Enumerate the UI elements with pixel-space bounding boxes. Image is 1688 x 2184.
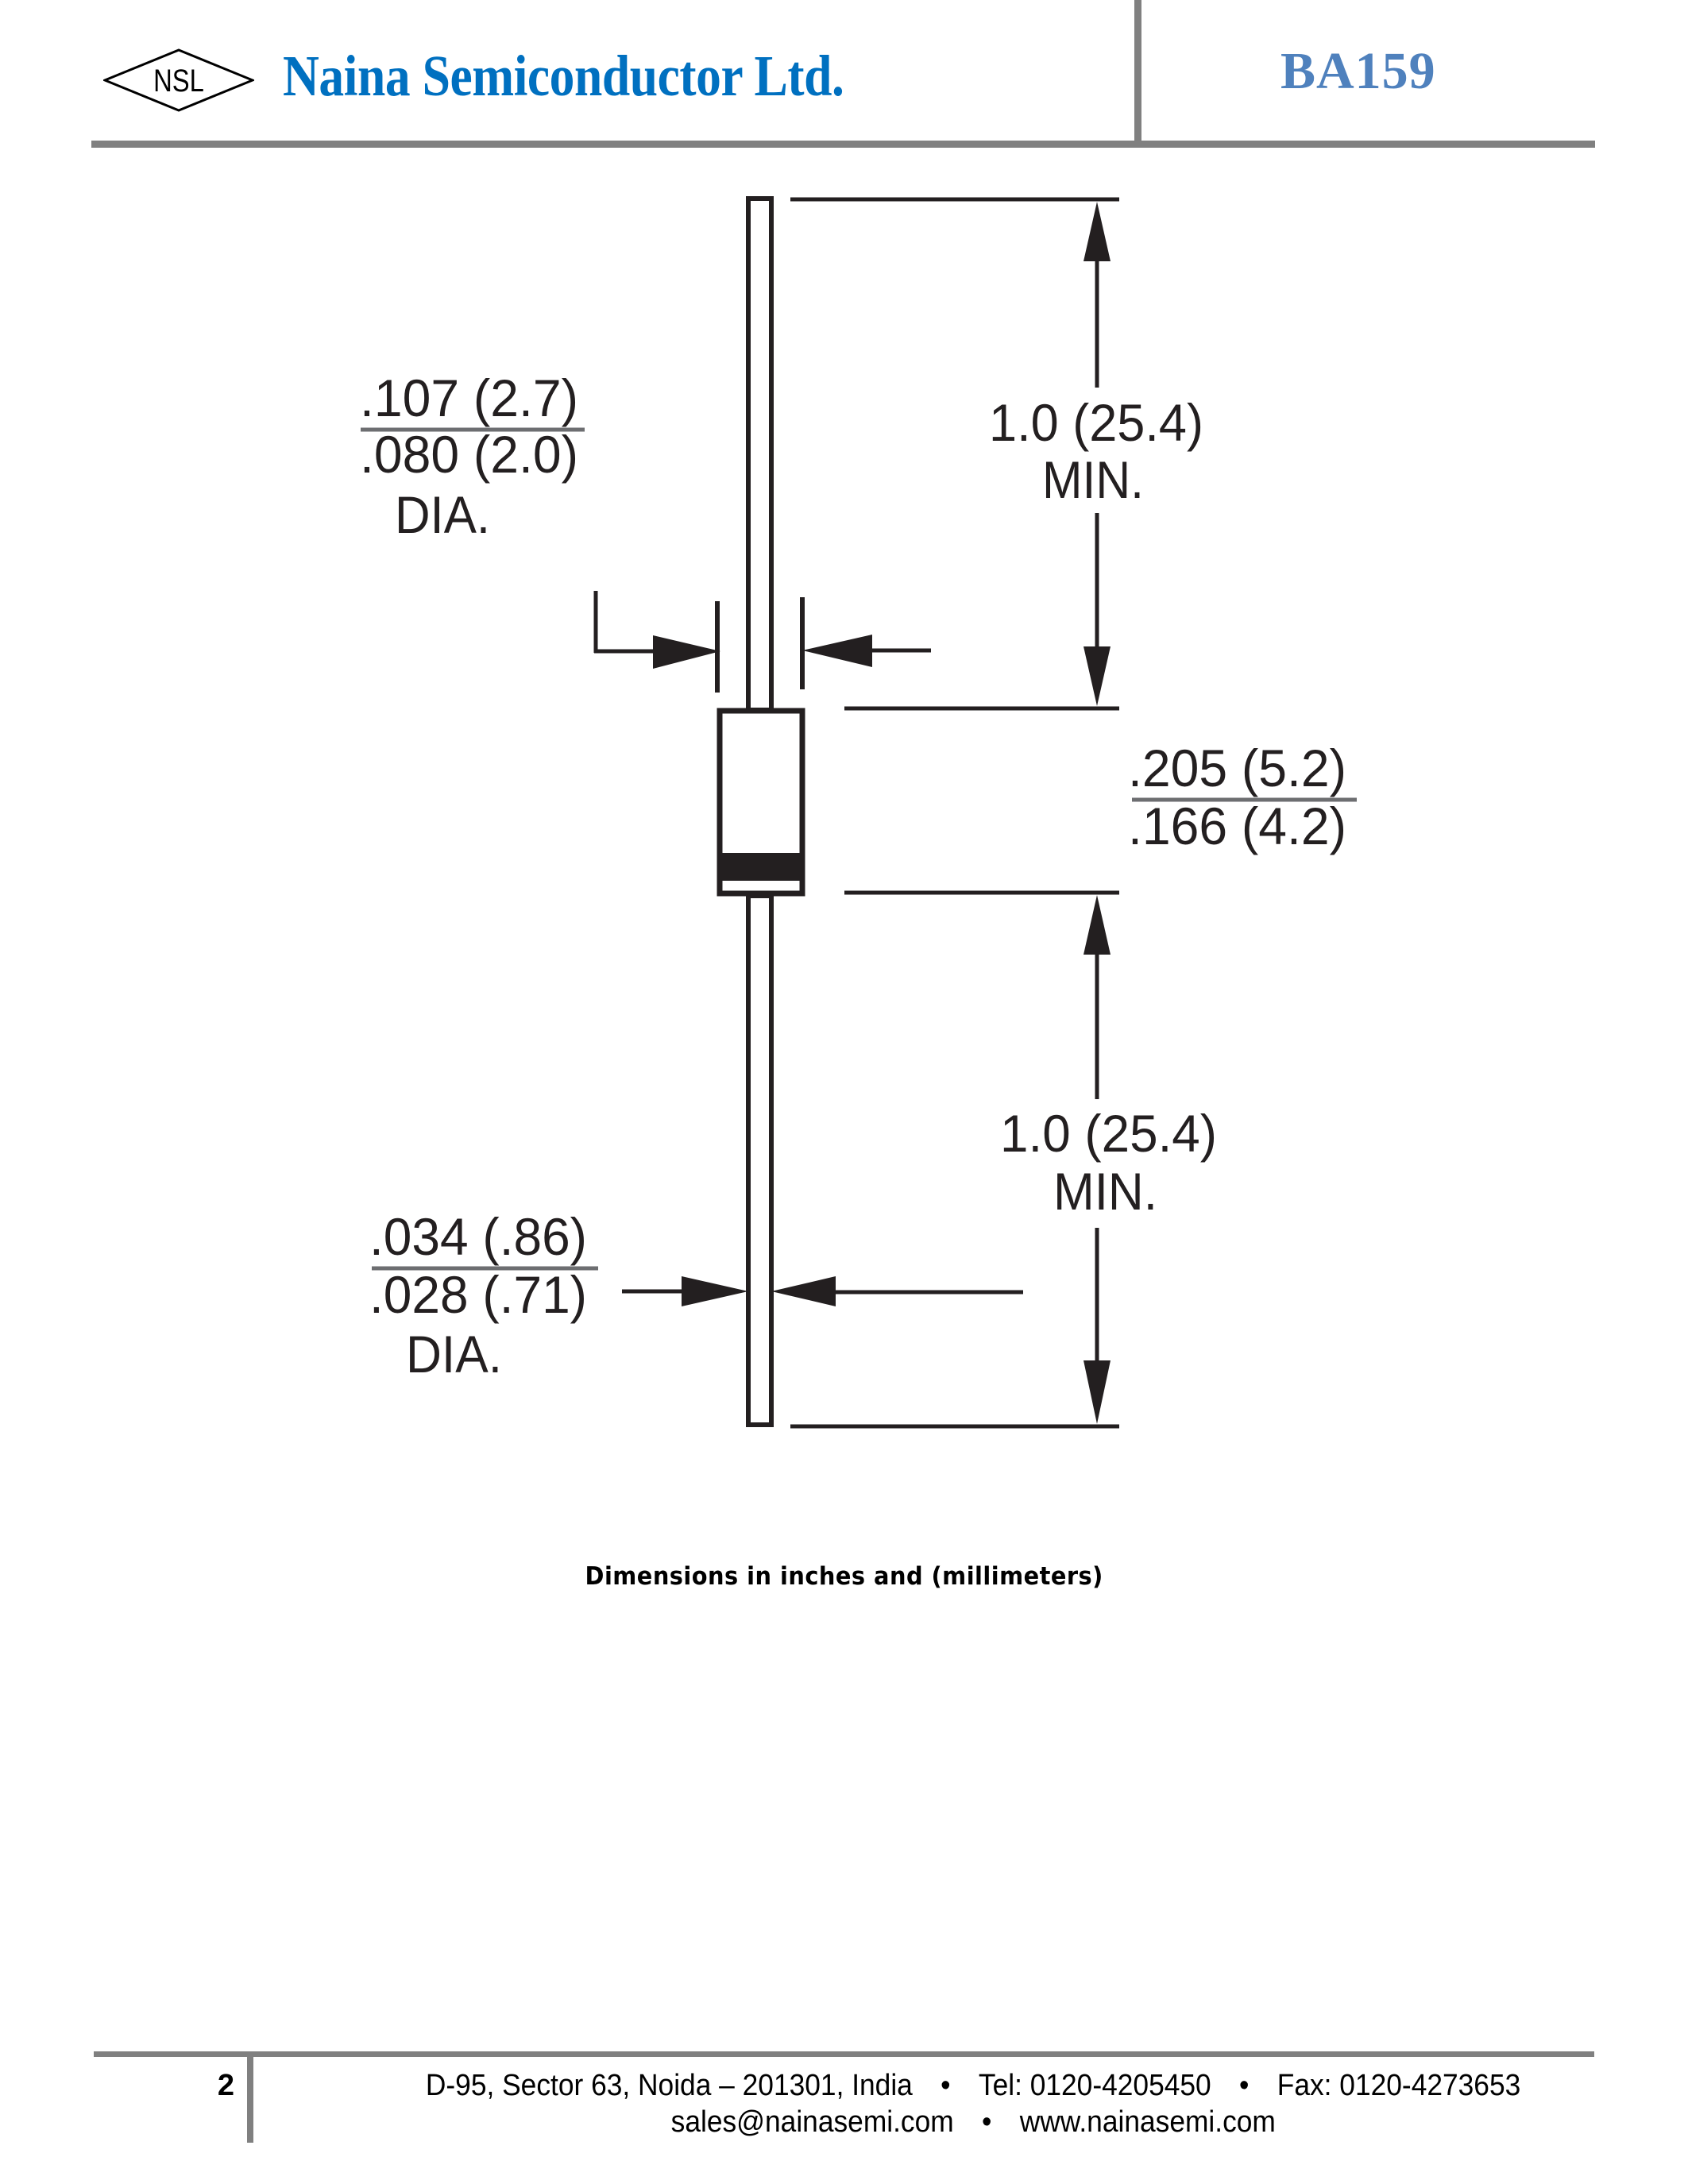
company-name: Naina Semiconductor Ltd. [283,44,844,108]
upper-dia-label: DIA. [395,485,490,544]
footer-divider [247,2056,253,2143]
package-outline-drawing: .107 (2.7) .080 (2.0) DIA. 1.0 (25.4) MI… [360,196,1357,1429]
bottom-lead-length-value: 1.0 (25.4) [1000,1104,1217,1163]
footer-tel: Tel: 0120-4205450 [978,2069,1211,2102]
cathode-band [720,853,802,881]
page-number: 2 [217,2069,234,2102]
footer-rule [94,2051,1594,2057]
lower-dia-max: .034 (.86) [369,1207,587,1266]
header-divider [1134,0,1141,148]
lower-dia-min: .028 (.71) [369,1265,587,1324]
upper-lead [746,196,774,712]
nsl-logo-icon: NSL [103,48,254,112]
lower-lead [746,893,774,1427]
lower-dia-label: DIA. [406,1325,502,1383]
diode-package [717,196,805,1427]
footer-website-link[interactable]: www.nainasemi.com [1019,2105,1276,2139]
logo-text: NSL [153,63,204,98]
footer-address: D-95, Sector 63, Noida – 201301, India [425,2069,913,2102]
dimensions-caption: Dimensions in inches and (millimeters) [0,1557,1688,1596]
body-length-max: .205 (5.2) [1128,739,1346,797]
upper-dia-min: .080 (2.0) [360,425,578,484]
bullet-separator: • [1238,2069,1250,2102]
top-lead-length-min: MIN. [1042,450,1144,509]
upper-dia-max: .107 (2.7) [360,369,578,427]
bottom-lead-length-min: MIN. [1053,1162,1157,1221]
header-rule [91,141,1595,148]
bullet-separator: • [981,2105,992,2139]
bullet-separator: • [941,2069,951,2102]
body-length-min: .166 (4.2) [1128,797,1346,855]
dimension-lines [593,197,1119,1429]
footer-web-line: sales@nainasemi.com • www.nainasemi.com [254,2105,1688,2140]
part-number: BA159 [1280,42,1436,100]
footer-fax: Fax: 0120-4273653 [1277,2069,1521,2102]
fraction-lines [361,427,1357,1271]
caption-text: Dimensions in inches and (millimeters) [585,1562,1103,1591]
footer-email-link[interactable]: sales@nainasemi.com [670,2105,954,2139]
footer-contact-line: D-95, Sector 63, Noida – 201301, India • T… [254,2068,1688,2103]
top-lead-length-value: 1.0 (25.4) [989,393,1203,452]
